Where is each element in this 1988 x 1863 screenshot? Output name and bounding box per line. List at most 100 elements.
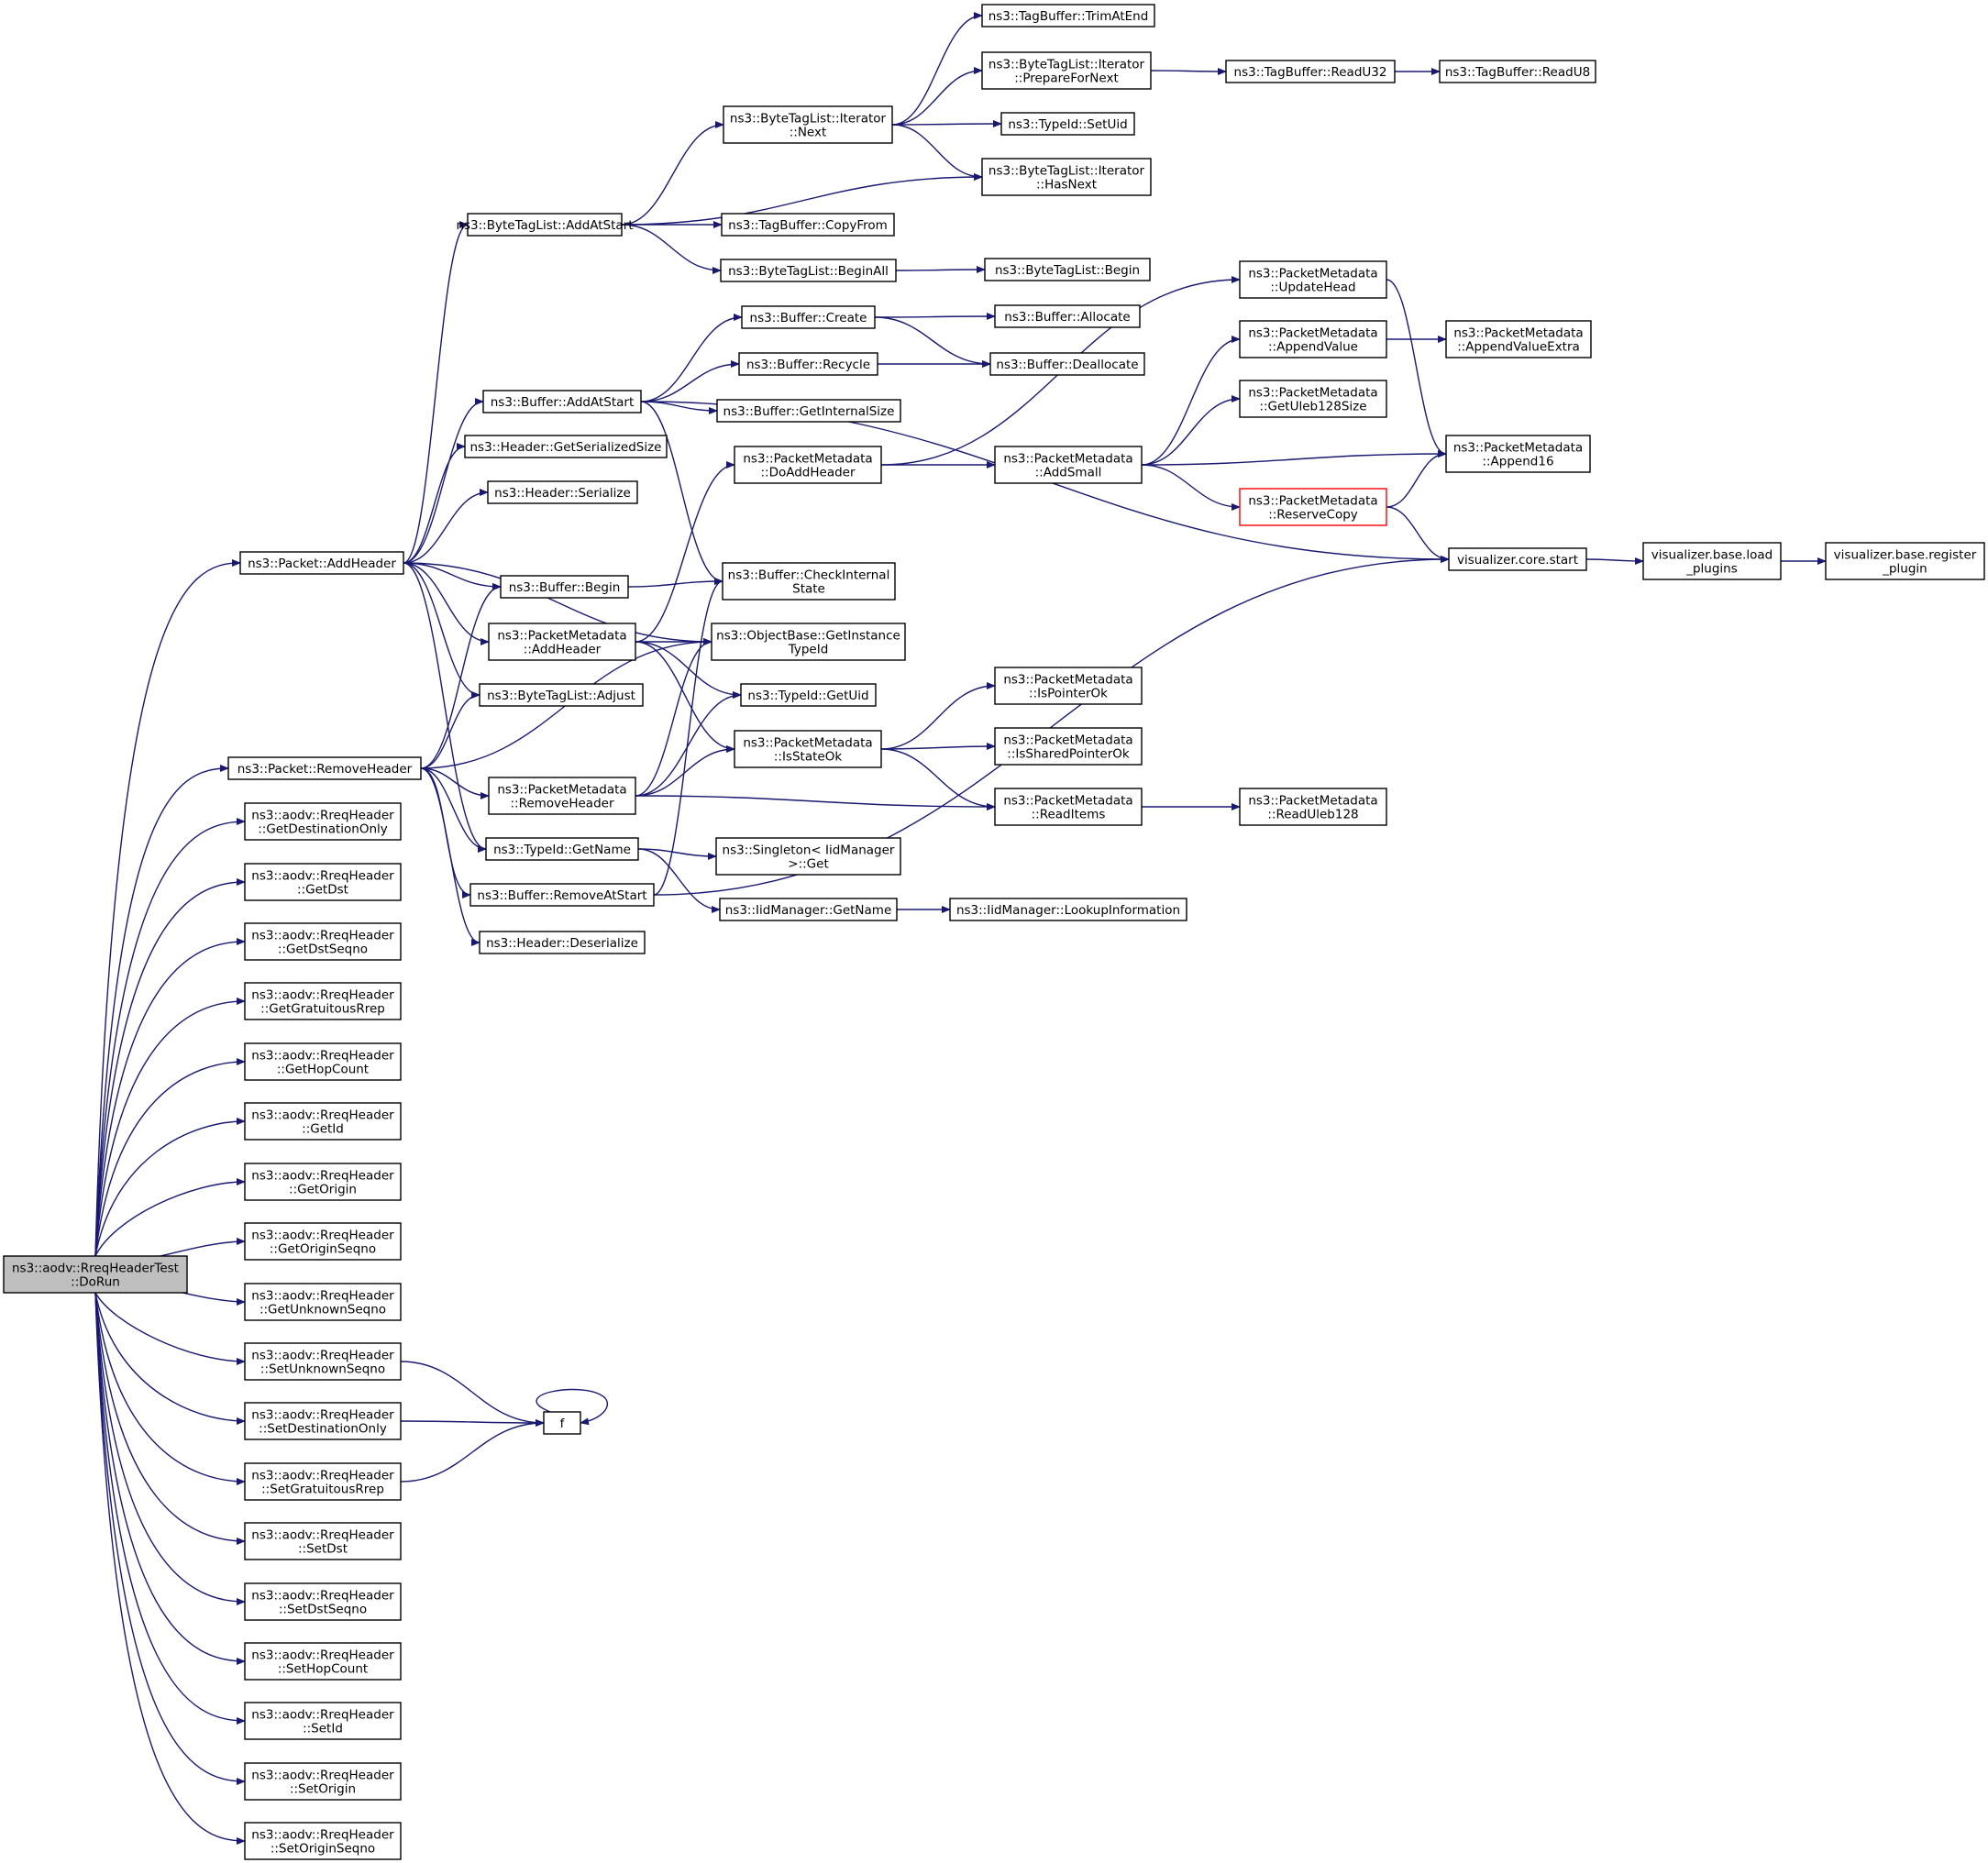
node-tb-copyfrom[interactable]: ns3::TagBuffer::CopyFrom [721, 213, 895, 237]
node-r-getorig[interactable]: ns3::aodv::RreqHeader::GetOrigin [244, 1163, 402, 1201]
node-r-gethop[interactable]: ns3::aodv::RreqHeader::GetHopCount [244, 1042, 402, 1081]
node-r-setorig[interactable]: ns3::aodv::RreqHeader::SetOrigin [244, 1762, 402, 1801]
node-r-setid[interactable]: ns3::aodv::RreqHeader::SetId [244, 1702, 402, 1740]
node-r-getunk[interactable]: ns3::aodv::RreqHeader::GetUnknownSeqno [244, 1283, 402, 1321]
edge-pm_reservecopy-to-viz_start [1386, 506, 1450, 563]
node-label: ::ReadUleb128 [1267, 808, 1358, 822]
node-pm-append16[interactable]: ns3::PacketMetadata::Append16 [1445, 435, 1591, 473]
node-btli-next[interactable]: ns3::ByteTagList::Iterator::Next [723, 105, 893, 144]
node-label: ns3::IidManager::LookupInformation [956, 903, 1180, 918]
node-pm-readuleb[interactable]: ns3::PacketMetadata::ReadUleb128 [1239, 788, 1387, 826]
node-buf-addatstart[interactable]: ns3::Buffer::AddAtStart [482, 390, 642, 413]
edge-buf_remstart-to-buf_checkint [653, 578, 723, 896]
node-r-getgrat[interactable]: ns3::aodv::RreqHeader::GetGratuitousRrep [244, 982, 402, 1020]
node-r-setunk[interactable]: ns3::aodv::RreqHeader::SetUnknownSeqno [244, 1342, 402, 1381]
node-r-setdst[interactable]: ns3::aodv::RreqHeader::SetDst [244, 1522, 402, 1560]
node-label: ::GetUleb128Size [1259, 400, 1366, 414]
node-hdr-serialize[interactable]: ns3::Header::Serialize [487, 480, 638, 504]
node-pm-doaddheader[interactable]: ns3::PacketMetadata::DoAddHeader [734, 446, 882, 484]
node-tb-readu8[interactable]: ns3::TagBuffer::ReadU8 [1439, 60, 1596, 83]
node-pm-remheader[interactable]: ns3::PacketMetadata::RemoveHeader [488, 777, 636, 815]
node-box [994, 788, 1143, 826]
node-label: ns3::PacketMetadata [743, 736, 872, 751]
node-r-setdstseq[interactable]: ns3::aodv::RreqHeader::SetDstSeqno [244, 1582, 402, 1621]
node-pm-updatehead[interactable]: ns3::PacketMetadata::UpdateHead [1239, 260, 1387, 299]
node-r-getdestonly[interactable]: ns3::aodv::RreqHeader::GetDestinationOnl… [244, 802, 402, 841]
edge-pm_remheader-to-pm_readitems [635, 795, 996, 810]
edge-buf_addatstart-to-buf_checkint [640, 401, 723, 585]
node-buf-getintsize[interactable]: ns3::Buffer::GetInternalSize [716, 399, 901, 423]
node-r-getdst[interactable]: ns3::aodv::RreqHeader::GetDst [244, 863, 402, 901]
node-f[interactable]: f [543, 1411, 581, 1435]
node-btl-beginall[interactable]: ns3::ByteTagList::BeginAll [720, 259, 897, 282]
node-viz-load[interactable]: visualizer.base.load_plugins [1642, 542, 1782, 580]
node-label: ns3::Header::GetSerializedSize [470, 440, 662, 455]
node-pm-isptrok[interactable]: ns3::PacketMetadata::IsPointerOk [994, 667, 1143, 705]
node-pm-appendvalue[interactable]: ns3::PacketMetadata::AppendValue [1239, 320, 1387, 358]
node-r-setorigseq[interactable]: ns3::aodv::RreqHeader::SetOriginSeqno [244, 1822, 402, 1860]
node-hdr-deser[interactable]: ns3::Header::Deserialize [479, 931, 646, 954]
node-r-setdestonly[interactable]: ns3::aodv::RreqHeader::SetDestinationOnl… [244, 1402, 402, 1440]
node-pm-appvalextra[interactable]: ns3::PacketMetadata::AppendValueExtra [1445, 320, 1592, 358]
edge-btli_prep-to-tb_readu32 [1150, 67, 1227, 75]
node-typeid-getname[interactable]: ns3::TypeId::GetName [485, 837, 639, 861]
node-tb-readu32[interactable]: ns3::TagBuffer::ReadU32 [1225, 60, 1396, 83]
node-buf-remstart[interactable]: ns3::Buffer::RemoveAtStart [469, 883, 655, 907]
node-r-setgrat[interactable]: ns3::aodv::RreqHeader::SetGratuitousRrep [244, 1462, 402, 1501]
node-tb-trimatend[interactable]: ns3::TagBuffer::TrimAtEnd [981, 4, 1155, 28]
node-btli-prep[interactable]: ns3::ByteTagList::Iterator::PrepareForNe… [981, 51, 1152, 90]
node-viz-start[interactable]: visualizer.core.start [1448, 547, 1587, 571]
node-buf-create[interactable]: ns3::Buffer::Create [741, 305, 876, 329]
node-btl-begin[interactable]: ns3::ByteTagList::Begin [984, 258, 1151, 281]
node-pm-addsmall[interactable]: ns3::PacketMetadata::AddSmall [994, 446, 1143, 484]
node-box [244, 922, 402, 961]
node-r-getdstseq[interactable]: ns3::aodv::RreqHeader::GetDstSeqno [244, 922, 402, 961]
node-box [479, 683, 644, 707]
node-box [734, 446, 882, 484]
node-buf-begin[interactable]: ns3::Buffer::Begin [500, 575, 629, 599]
edge-root-to-r_setdestonly [94, 1292, 246, 1425]
node-label: ::AppendValueExtra [1457, 340, 1580, 355]
node-root[interactable]: ns3::aodv::RreqHeaderTest::DoRun [3, 1255, 188, 1294]
node-label: ::DoAddHeader [760, 466, 855, 480]
node-pm-readitems[interactable]: ns3::PacketMetadata::ReadItems [994, 788, 1143, 826]
node-r-getorigseq[interactable]: ns3::aodv::RreqHeader::GetOriginSeqno [244, 1222, 402, 1261]
node-buf-allocate[interactable]: ns3::Buffer::Allocate [994, 304, 1141, 328]
node-box [984, 258, 1151, 281]
node-typeid-getuid[interactable]: ns3::TypeId::GetUid [740, 683, 877, 707]
node-box [1225, 60, 1396, 83]
node-box [543, 1411, 581, 1435]
node-pm-addheader[interactable]: ns3::PacketMetadata::AddHeader [488, 623, 636, 661]
node-r-sethop[interactable]: ns3::aodv::RreqHeader::SetHopCount [244, 1642, 402, 1681]
node-hdr-getsersize[interactable]: ns3::Header::GetSerializedSize [464, 435, 668, 458]
node-btl-adjust[interactable]: ns3::ByteTagList::Adjust [479, 683, 644, 707]
node-typeid-setuid[interactable]: ns3::TypeId::SetUid [1000, 112, 1135, 136]
node-pkt-rem[interactable]: ns3::Packet::RemoveHeader [227, 756, 422, 780]
node-iid-getname[interactable]: ns3::IidManager::GetName [719, 898, 898, 921]
edge-f-to-f [536, 1388, 608, 1426]
node-label: ns3::PacketMetadata [1248, 326, 1377, 341]
node-pm-reservecopy[interactable]: ns3::PacketMetadata::ReserveCopy [1239, 488, 1387, 526]
node-pm-issharedptrok[interactable]: ns3::PacketMetadata::IsSharedPointerOk [994, 727, 1143, 766]
node-pm-getuleb[interactable]: ns3::PacketMetadata::GetUleb128Size [1239, 380, 1387, 418]
edge-btli_next-to-btli_hasnext [891, 124, 983, 181]
node-buf-dealloc[interactable]: ns3::Buffer::Deallocate [989, 352, 1145, 376]
node-iid-lookup[interactable]: ns3::IidManager::LookupInformation [949, 898, 1187, 921]
node-box [981, 158, 1152, 196]
node-box [1000, 112, 1135, 136]
node-pm-isstateok[interactable]: ns3::PacketMetadata::IsStateOk [734, 730, 882, 768]
node-box [469, 883, 655, 907]
node-btli-hasnext[interactable]: ns3::ByteTagList::Iterator::HasNext [981, 158, 1152, 196]
node-pkt-add[interactable]: ns3::Packet::AddHeader [239, 551, 404, 575]
node-label: ::GetDestinationOnly [258, 822, 388, 837]
edge-root-to-r_getdestonly [94, 818, 246, 1257]
node-viz-register[interactable]: visualizer.base.register_plugin [1825, 542, 1985, 580]
node-btl-addatstart[interactable]: ns3::ByteTagList::AddAtStart [456, 213, 634, 237]
node-label: ns3::PacketMetadata [1453, 441, 1583, 456]
node-singleton-get[interactable]: ns3::Singleton< IidManager >::Get [715, 837, 901, 876]
node-buf-recycle[interactable]: ns3::Buffer::Recycle [738, 352, 878, 376]
node-r-getid[interactable]: ns3::aodv::RreqHeader::GetId [244, 1102, 402, 1141]
node-label: ::Next [790, 126, 827, 140]
